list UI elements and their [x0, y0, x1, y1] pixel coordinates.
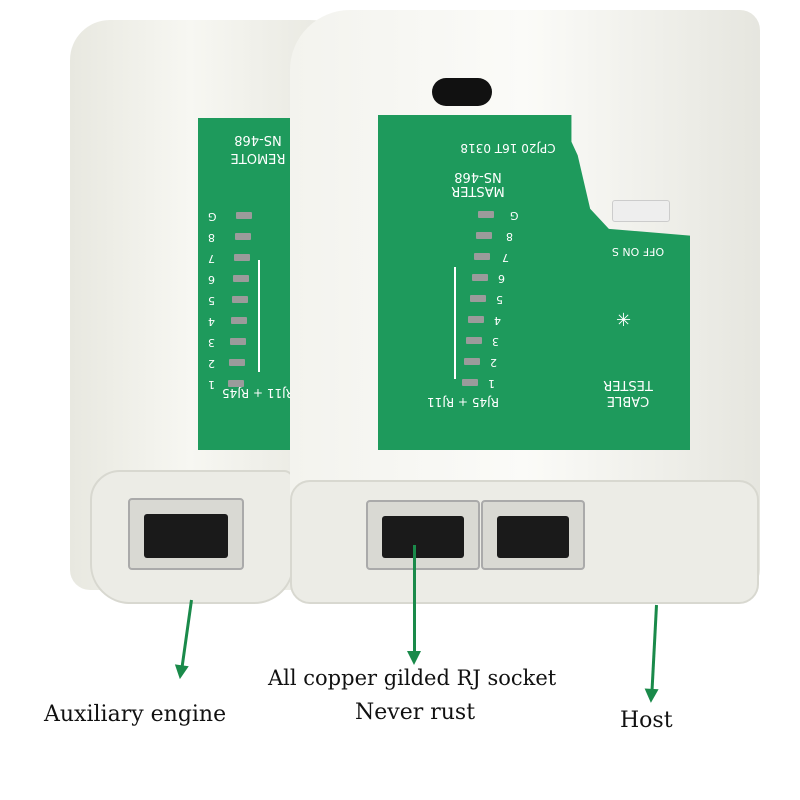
pin-label: G: [510, 209, 519, 222]
caption-socket: All copper gilded RJ socket: [268, 666, 557, 690]
pin-label: 4: [494, 314, 501, 327]
led: [234, 254, 250, 261]
led: [232, 296, 248, 303]
led: [474, 253, 490, 260]
pin-label: 8: [506, 230, 513, 243]
pin-label: 3: [208, 336, 215, 349]
pin-label: 6: [498, 272, 505, 285]
led: [464, 358, 480, 365]
led: [230, 338, 246, 345]
tester-label: TESTER: [603, 377, 653, 392]
led: [229, 359, 245, 366]
power-switch[interactable]: [612, 200, 670, 222]
pin-label: 8: [208, 231, 215, 244]
led: [470, 295, 486, 302]
master-rj11-socket: [481, 500, 585, 570]
arrow-host: [650, 604, 658, 693]
pin-label: 1: [488, 377, 495, 390]
switch-label: OFF ON S: [611, 245, 665, 258]
led: [228, 380, 244, 387]
led: [235, 233, 251, 240]
cable-label: CABLE: [606, 393, 650, 408]
master-ports: RJ45 + RJ11: [427, 395, 499, 409]
led: [472, 274, 488, 281]
caption-host: Host: [620, 708, 673, 733]
led: [466, 337, 482, 344]
led: [476, 232, 492, 239]
pin-label: 5: [208, 294, 215, 307]
master-rj45-socket: [366, 500, 480, 570]
pin-label: 2: [208, 357, 215, 370]
led: [236, 212, 252, 219]
led: [233, 275, 249, 282]
bracket: [454, 267, 456, 379]
caption-rust: Never rust: [355, 700, 476, 725]
remote-rj45-socket: [128, 498, 244, 570]
master-title: MASTER: [451, 183, 505, 198]
pin-label: 6: [208, 273, 215, 286]
arrow-aux: [180, 599, 193, 670]
pin-label: 2: [490, 356, 497, 369]
caption-aux: Auxiliary engine: [44, 702, 227, 727]
led: [231, 317, 247, 324]
pin-label: 5: [496, 293, 503, 306]
pin-label: 1: [208, 378, 215, 391]
light-icon: ✳: [616, 310, 632, 331]
led: [462, 379, 478, 386]
led: [478, 211, 494, 218]
pin-label: 3: [492, 335, 499, 348]
pin-label: 4: [208, 315, 215, 328]
led-window: [432, 78, 492, 106]
master-model: NS-468: [454, 169, 502, 184]
pin-label: 7: [208, 252, 215, 265]
pin-label: G: [208, 210, 217, 223]
bracket: [258, 260, 260, 372]
serial: CPJ20 16T 0318: [460, 141, 556, 155]
led: [468, 316, 484, 323]
arrow-socket: [407, 545, 421, 665]
pin-label: 7: [502, 251, 509, 264]
